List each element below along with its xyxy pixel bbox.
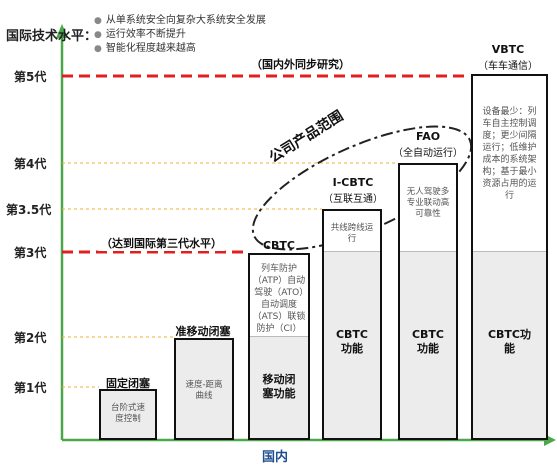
- col2-title: 准移动闭塞: [175, 325, 231, 338]
- col3-lower-text: 移动闭塞功能: [262, 373, 296, 400]
- header-notes: ●从单系统安全向复杂大系统安全发展 ●运行效率不断提升 ●智能化程度越来越高: [94, 14, 266, 56]
- bullet-icon: ●: [94, 44, 102, 54]
- col6-lower-text: CBTC功能: [487, 328, 532, 355]
- col6-title: VBTC: [491, 43, 525, 56]
- axis-title: 国际技术水平：: [6, 29, 98, 44]
- intl-third-gen-label: （达到国际第三代水平）: [98, 235, 225, 251]
- col3-lower: 移动闭塞功能: [250, 336, 308, 438]
- col4-bar: 共线跨线运行 CBTC功能: [322, 209, 382, 440]
- col5-lower-text: CBTC功能: [411, 328, 445, 355]
- level-gen3: 第3代: [14, 246, 47, 260]
- y-axis-arrow: [56, 24, 68, 38]
- sync-research-label: （国内外同步研究）: [248, 56, 353, 72]
- col1-lower: 台阶式速度控制: [101, 391, 155, 438]
- col4-lower: CBTC功能: [324, 251, 380, 438]
- note-2: 运行效率不断提升: [105, 29, 186, 40]
- col6-subtitle: （车车通信）: [478, 61, 538, 72]
- note-3: 智能化程度越来越高: [105, 43, 196, 54]
- level-gen2: 第2代: [14, 331, 47, 345]
- col3-bar: 列车防护（ATP）自动驾驶（ATO）自动调度（ATS）联锁防护（CI） 移动闭塞…: [248, 253, 310, 440]
- col3-upper-text: 列车防护（ATP）自动驾驶（ATO）自动调度（ATS）联锁防护（CI）: [252, 264, 306, 334]
- col2-lower-text: 速度-距离曲线: [185, 380, 223, 401]
- col1-title: 固定闭塞: [106, 377, 150, 390]
- col4-subtitle: （互联互通）: [323, 194, 383, 205]
- level-gen35: 第3.5代: [6, 203, 52, 217]
- level-gen1: 第1代: [14, 381, 47, 395]
- col6-bar: 设备最少：列车自主控制调度；更少间隔运行；低维护成本的系统架构；基于最小资源占用…: [471, 74, 548, 440]
- col2-lower: 速度-距离曲线: [176, 340, 232, 438]
- col4-upper-text: 共线跨线运行: [330, 223, 374, 244]
- col4-title: I-CBTC: [332, 176, 374, 189]
- level-gen4: 第4代: [14, 157, 47, 171]
- col6-lower: CBTC功能: [473, 251, 546, 438]
- col5-upper-text: 无人驾驶多专业联动高可靠性: [406, 187, 450, 219]
- col5-title: FAO: [415, 130, 441, 143]
- col5-bar: 无人驾驶多专业联动高可靠性 CBTC功能: [398, 163, 458, 440]
- col6-upper-text: 设备最少：列车自主控制调度；更少间隔运行；低维护成本的系统架构；基于最小资源占用…: [482, 107, 537, 201]
- col4-lower-text: CBTC功能: [335, 328, 369, 355]
- note-1: 从单系统安全向复杂大系统安全发展: [105, 15, 266, 26]
- col2-bar: 速度-距离曲线: [174, 338, 234, 440]
- bullet-icon: ●: [94, 30, 102, 40]
- col1-lower-text: 台阶式速度控制: [110, 403, 145, 424]
- col1-bar: 台阶式速度控制: [99, 389, 157, 440]
- level-gen5: 第5代: [14, 70, 47, 84]
- col5-subtitle: （全自动运行）: [393, 148, 463, 159]
- col5-lower: CBTC功能: [400, 251, 456, 438]
- x-axis-label: 国内: [262, 450, 289, 465]
- bullet-icon: ●: [94, 16, 102, 26]
- col3-title: CBTC: [262, 239, 296, 252]
